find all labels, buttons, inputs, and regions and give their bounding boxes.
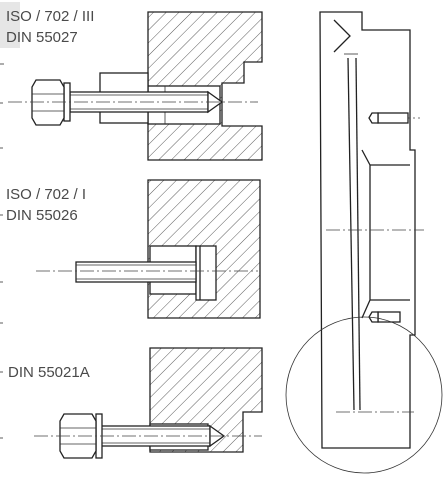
detail-circle bbox=[285, 316, 443, 474]
label-iso-702-iii: ISO / 702 / III bbox=[6, 8, 94, 25]
detail-din-55021a: DIN 55021A bbox=[8, 347, 263, 459]
detail-iso-702-iii: ISO / 702 / III DIN 55027 bbox=[0, 2, 263, 161]
flange-outline bbox=[319, 11, 416, 449]
left-edge-ticks bbox=[0, 7, 4, 439]
small-stud bbox=[377, 112, 409, 124]
detail-iso-702-i: ISO / 702 / I DIN 55026 bbox=[6, 179, 261, 319]
stud-head-middle bbox=[195, 245, 217, 301]
flange-side-view bbox=[285, 11, 443, 474]
hex-nut-top bbox=[31, 79, 65, 126]
label-iso-702-i: ISO / 702 / I bbox=[6, 186, 86, 203]
label-din-55027: DIN 55027 bbox=[6, 29, 78, 46]
label-din-55021a: DIN 55021A bbox=[8, 364, 90, 381]
label-din-55026: DIN 55026 bbox=[6, 207, 78, 224]
label-highlight-bar bbox=[0, 2, 20, 48]
stud-shank-middle bbox=[75, 261, 197, 283]
